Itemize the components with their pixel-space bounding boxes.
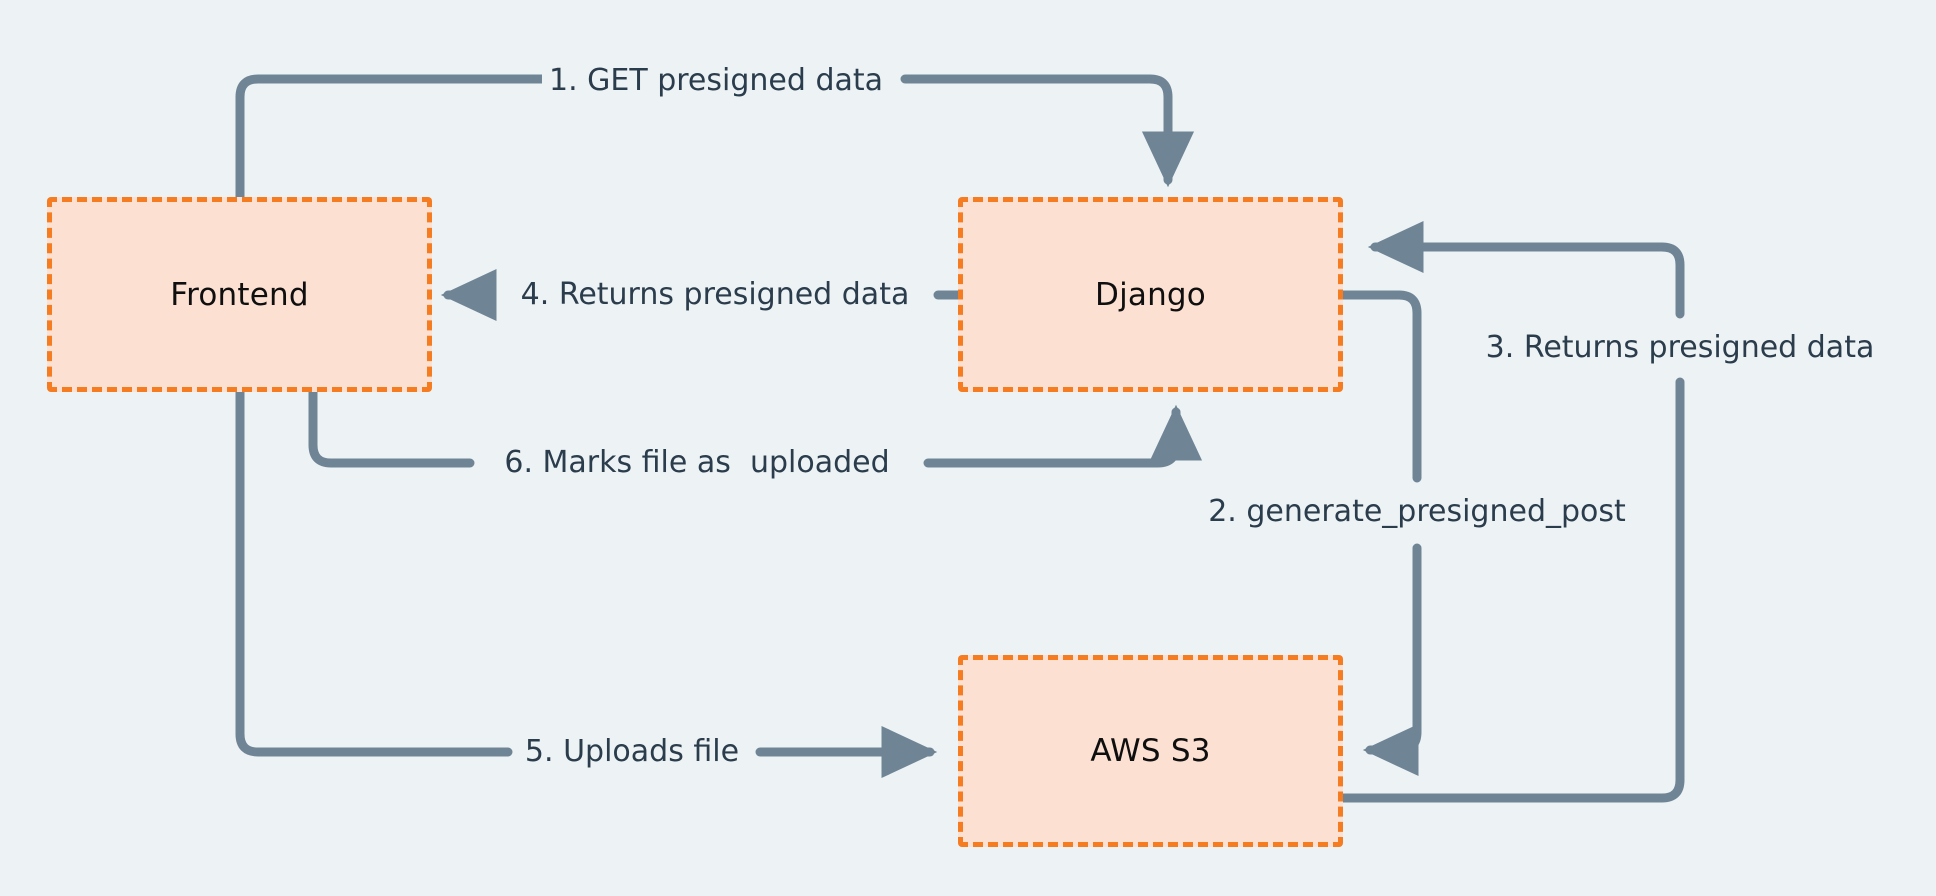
- edge-path-6a: [308, 387, 475, 468]
- node-frontend-label: Frontend: [170, 276, 309, 313]
- node-frontend[interactable]: Frontend: [47, 197, 432, 392]
- edge-label-2: 2. generate_presigned_post: [1208, 494, 1626, 529]
- edge-path-6b: [923, 404, 1203, 468]
- edge-label-6: 6. Marks file as uploaded: [497, 445, 897, 481]
- node-aws-s3-label: AWS S3: [1090, 733, 1211, 769]
- node-aws-s3[interactable]: AWS S3: [958, 655, 1343, 847]
- edge-path-2a: [1338, 290, 1422, 483]
- edge-label-5: 5. Uploads file: [517, 734, 747, 770]
- edge-path-3b: [1367, 220, 1685, 319]
- node-django[interactable]: Django: [958, 197, 1343, 392]
- edge-label-1: 1. GET presigned data: [541, 63, 891, 99]
- edge-path-3a: [1338, 377, 1685, 803]
- node-django-label: Django: [1095, 276, 1206, 313]
- edge-label-4: 4. Returns presigned data: [513, 277, 917, 313]
- edge-path-5a: [235, 387, 513, 757]
- edge-path-1a: [235, 74, 605, 202]
- edge-path-2b: [1362, 543, 1422, 777]
- edge-label-3: 3. Returns presigned data: [1485, 330, 1875, 365]
- edge-path-1b: [900, 74, 1195, 188]
